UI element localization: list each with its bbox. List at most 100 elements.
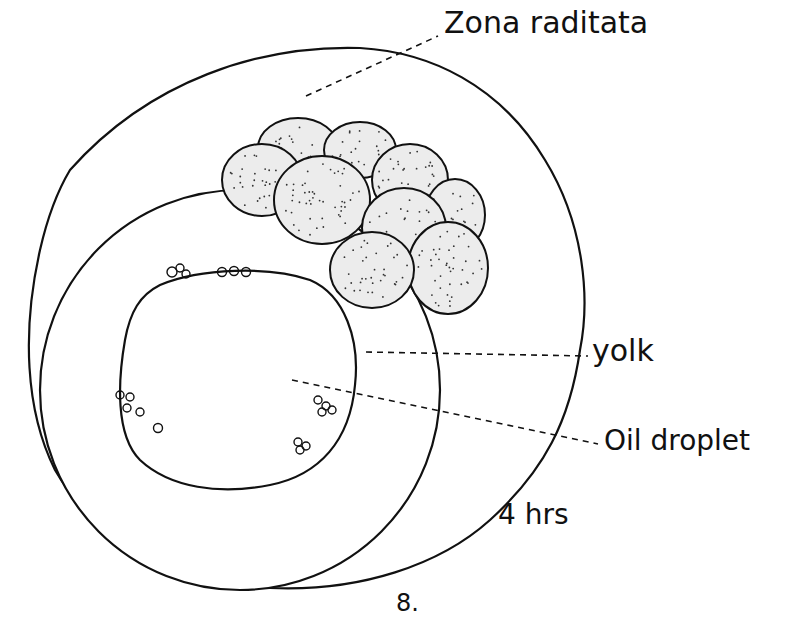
structure-label: yolk	[592, 334, 654, 367]
stipple-dot	[310, 203, 312, 205]
stipple-dot	[383, 274, 385, 276]
stipple-dot	[467, 282, 469, 284]
stipple-dot	[291, 200, 293, 202]
stipple-dot	[452, 268, 454, 270]
stipple-dot	[409, 199, 411, 201]
stipple-dot	[359, 289, 361, 291]
stipple-dot	[453, 245, 455, 247]
stipple-dot	[451, 296, 453, 298]
stipple-dot	[350, 282, 352, 284]
stipple-dot	[291, 212, 293, 214]
stipple-dot	[361, 278, 363, 280]
stipple-dot	[402, 277, 404, 279]
stipple-dot	[340, 206, 342, 208]
stipple-dot	[382, 179, 384, 181]
stipple-dot	[338, 214, 340, 216]
stipple-dot	[299, 201, 301, 203]
stipple-dot	[292, 189, 294, 191]
stipple-dot	[425, 166, 427, 168]
stipple-dot	[451, 218, 453, 220]
stipple-dot	[464, 221, 466, 223]
stipple-dot	[428, 185, 430, 187]
stipple-dot	[428, 211, 430, 213]
stipple-dot	[439, 248, 441, 250]
stipple-dot	[448, 267, 450, 269]
stipple-dot	[350, 151, 352, 153]
stipple-dot	[396, 281, 398, 283]
yolk-outline	[40, 190, 440, 590]
cell	[330, 232, 414, 308]
stipple-dot	[452, 193, 454, 195]
stipple-dot	[372, 282, 374, 284]
stipple-dot	[278, 143, 280, 145]
stipple-dot	[435, 302, 437, 304]
stipple-dot	[312, 197, 314, 199]
stipple-dot	[426, 209, 428, 211]
stipple-dot	[312, 191, 314, 193]
stipple-dot	[259, 197, 261, 199]
stipple-dot	[418, 254, 420, 256]
stipple-dot	[342, 173, 344, 175]
stipple-dot	[268, 169, 270, 171]
stipple-dot	[429, 183, 431, 185]
stipple-dot	[304, 182, 306, 184]
stipple-dot	[309, 200, 311, 202]
stipple-dot	[305, 203, 307, 205]
stipple-dot	[344, 256, 346, 258]
stipple-dot	[252, 185, 254, 187]
stipple-dot	[431, 294, 433, 296]
stipple-dot	[366, 242, 368, 244]
stipple-dot	[360, 246, 362, 248]
stipple-dot	[360, 282, 362, 284]
stipple-dot	[378, 171, 380, 173]
stipple-dot	[285, 210, 287, 212]
stipple-dot	[362, 260, 364, 262]
stipple-dot	[387, 245, 389, 247]
stipple-dot	[343, 168, 345, 170]
stipple-dot	[274, 181, 276, 183]
stipple-dot	[340, 210, 342, 212]
stipple-dot	[434, 280, 436, 282]
stipple-dot	[264, 168, 266, 170]
stipple-dot	[291, 138, 293, 140]
stipple-dot	[481, 268, 483, 270]
stipple-dot	[375, 252, 377, 254]
stipple-dot	[450, 270, 452, 272]
stipple-dot	[348, 273, 350, 275]
stipple-dot	[316, 227, 318, 229]
stipple-dot	[374, 269, 376, 271]
stipple-dot	[307, 171, 309, 173]
stipple-dot	[311, 144, 313, 146]
stipple-dot	[415, 233, 417, 235]
stipple-dot	[433, 249, 435, 251]
stipple-dot	[397, 161, 399, 163]
stipple-dot	[369, 221, 371, 223]
stipple-dot	[309, 218, 311, 220]
stipple-dot	[446, 263, 448, 265]
stipple-dot	[378, 154, 380, 156]
stipple-dot	[350, 199, 352, 201]
stipple-dot	[230, 172, 232, 174]
stipple-dot	[339, 155, 341, 157]
stipple-dot	[322, 226, 324, 228]
stipple-dot	[341, 201, 343, 203]
stipple-dot	[241, 168, 243, 170]
stipple-dot	[416, 151, 418, 153]
stipple-dot	[378, 131, 380, 133]
stipple-dot	[265, 207, 267, 209]
stipple-dot	[449, 283, 451, 285]
stipple-dot	[322, 201, 324, 203]
stipple-dot	[466, 281, 468, 283]
stipple-dot	[449, 305, 451, 307]
stipple-dot	[344, 206, 346, 208]
stipple-dot	[431, 165, 433, 167]
stipple-dot	[435, 254, 437, 256]
stipple-dot	[433, 175, 435, 177]
stipple-dot	[439, 287, 441, 289]
stipple-dot	[363, 164, 365, 166]
stipple-dot	[440, 275, 442, 277]
stipple-dot	[371, 292, 373, 294]
stipple-dot	[344, 202, 346, 204]
cell	[408, 222, 488, 314]
